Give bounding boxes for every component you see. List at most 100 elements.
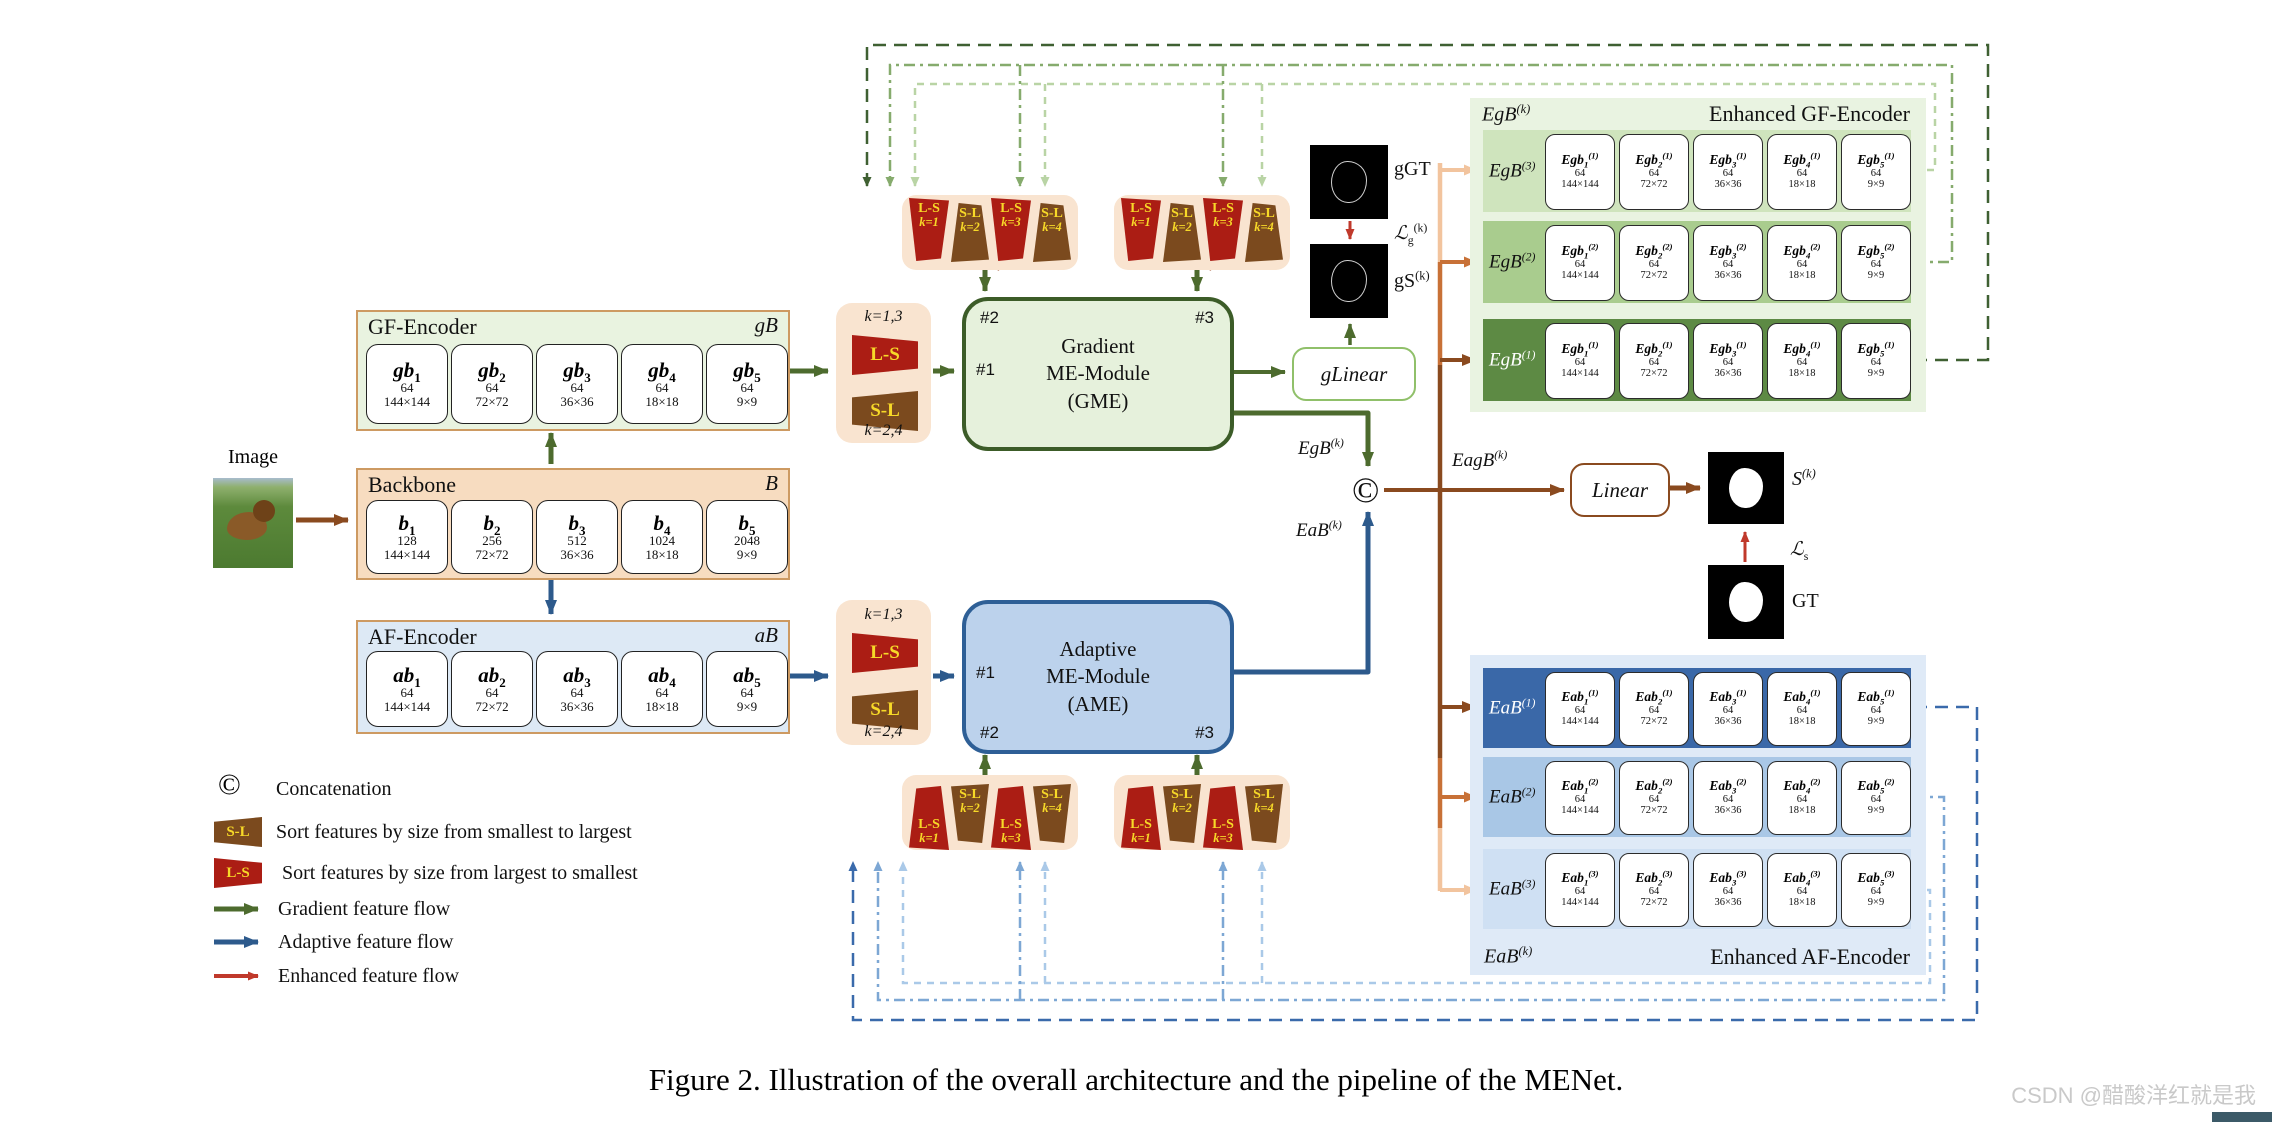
ame-line1: Adaptive: [1059, 637, 1137, 662]
eab3-boxes: Eab1(3) 64 144×144 Eab2(3) 64 72×72 Eab3…: [1545, 853, 1911, 927]
block-size: 9×9: [736, 547, 758, 563]
feature-block: ab4 64 18×18: [621, 651, 703, 727]
backbone-tag: B: [765, 471, 778, 495]
enhanced-block: Egb5(2) 64 9×9: [1841, 225, 1911, 301]
block-name: Egb5(2): [1857, 241, 1895, 261]
block-size: 72×72: [1640, 270, 1668, 282]
enhanced-block: Egb3(2) 64 36×36: [1693, 225, 1763, 301]
block-channels: 64: [1870, 356, 1882, 368]
block-name: gb5: [733, 357, 761, 385]
feature-block: gb1 64 144×144: [366, 344, 448, 424]
concatenation-node: ©: [1352, 470, 1380, 510]
enhanced-block: Egb4(2) 64 18×18: [1767, 225, 1837, 301]
watermark: CSDN @醋酸洋红就是我: [2011, 1083, 2256, 1108]
block-name: Eab4(2): [1783, 776, 1821, 796]
gme-module: Gradient ME-Module (GME) #1 #2 #3: [962, 297, 1234, 451]
ame-module: Adaptive ME-Module (AME) #1 #2 #3: [962, 600, 1234, 754]
trap-label: L-S: [1212, 816, 1234, 832]
block-size: 144×144: [383, 394, 431, 410]
block-name: Egb3(1): [1709, 339, 1747, 359]
block-channels: 64: [485, 685, 499, 701]
enhanced-block: Egb1(1) 64 144×144: [1545, 134, 1615, 210]
enhanced-block: Egb3(1) 64 36×36: [1693, 323, 1763, 399]
ame-port-3: #3: [1195, 722, 1214, 742]
gf-encoder-panel: GF-Encoder gB gb1 64 144×144 gb2 64 72×7…: [356, 310, 790, 431]
block-channels: 64: [1796, 793, 1808, 805]
legend-sl-icon: S-L: [214, 817, 262, 847]
block-size: 36×36: [1714, 805, 1742, 817]
gme-port-2: #2: [980, 308, 999, 327]
block-size: 36×36: [1714, 897, 1742, 909]
eab3-row: EaB(3) Eab1(3) 64 144×144 Eab2(3) 64 72×…: [1483, 849, 1911, 929]
block-size: 18×18: [645, 699, 679, 715]
block-name: Egb3(1): [1709, 150, 1747, 170]
trap-label: L-S: [1000, 201, 1022, 216]
trap-k: k=3: [1213, 831, 1233, 846]
block-size: 9×9: [1867, 368, 1885, 380]
block-name: Egb4(2): [1783, 241, 1821, 261]
trap-label: S-L: [1253, 787, 1275, 802]
sort-trapezoid-icon: S-L k=4: [1245, 784, 1283, 843]
trap-label: S-L: [1171, 206, 1193, 221]
backbone-title: Backbone: [368, 472, 456, 497]
linear-box: Linear: [1570, 463, 1670, 517]
trap-k: k=3: [1001, 215, 1021, 230]
eab2-row-label: EaB(2): [1489, 785, 1536, 808]
block-size: 18×18: [1788, 270, 1816, 282]
gt-mask-image: [1708, 565, 1784, 639]
gme-port-3: #3: [1195, 308, 1214, 327]
backbone-blocks: b1 128 144×144 b2 256 72×72 b3 512 36×36…: [366, 500, 788, 574]
block-name: Eab1(2): [1561, 776, 1599, 796]
enhanced-block: Eab2(2) 64 72×72: [1619, 761, 1689, 835]
ggt-label: gGT: [1394, 158, 1431, 180]
block-size: 72×72: [475, 699, 509, 715]
trap-k: k=4: [1042, 801, 1062, 816]
sort-trapezoid-icon: L-S k=1: [1121, 198, 1161, 261]
trap-label: L-S: [1000, 816, 1022, 832]
block-name: b5: [738, 510, 756, 538]
eab1-row-label: EaB(1): [1489, 696, 1536, 719]
gf-encoder-title: GF-Encoder: [368, 314, 477, 339]
block-name: gb3: [563, 357, 591, 385]
feature-block: gb2 64 72×72: [451, 344, 533, 424]
trap-label: L-S: [1130, 816, 1152, 832]
gs-label: gS(k): [1394, 268, 1430, 292]
block-channels: 64: [1574, 704, 1586, 716]
block-name: Eab1(3): [1561, 868, 1599, 888]
block-channels: 512: [567, 533, 587, 549]
trap-k: k=2: [960, 220, 980, 235]
block-channels: 64: [1870, 704, 1882, 716]
eab1-boxes: Eab1(1) 64 144×144 Eab2(1) 64 72×72 Eab3…: [1545, 672, 1911, 746]
block-channels: 128: [397, 533, 417, 549]
block-name: ab4: [648, 662, 676, 690]
enhanced-gf-title: Enhanced GF-Encoder: [1709, 101, 1910, 126]
block-name: Eab3(1): [1709, 687, 1747, 707]
feature-block: b4 1024 18×18: [621, 500, 703, 574]
enhanced-block: Eab2(3) 64 72×72: [1619, 853, 1689, 927]
ame-sorter-group-3: L-S k=1 S-L k=2 L-S k=3 S-L k=4: [1114, 775, 1290, 850]
block-name: Egb3(2): [1709, 241, 1747, 261]
sort-trapezoid-icon: L-S k=1: [909, 786, 949, 850]
block-size: 36×36: [560, 394, 594, 410]
input-image: [213, 478, 293, 568]
ame-port-2: #2: [980, 722, 999, 742]
egb3-row-label: EgB(3): [1489, 159, 1536, 182]
block-size: 9×9: [736, 699, 758, 715]
mask-blob: [1729, 582, 1763, 622]
block-channels: 64: [1722, 167, 1734, 179]
sorter-k13-label: k=1,3: [864, 606, 903, 623]
block-name: Eab2(1): [1635, 687, 1673, 707]
block-name: Egb2(1): [1635, 339, 1673, 359]
block-size: 72×72: [1640, 179, 1668, 191]
block-size: 72×72: [1640, 368, 1668, 380]
enhanced-block: Eab5(2) 64 9×9: [1841, 761, 1911, 835]
enhanced-block: Eab4(1) 64 18×18: [1767, 672, 1837, 746]
block-size: 9×9: [1867, 805, 1885, 817]
enhanced-block: Egb1(1) 64 144×144: [1545, 323, 1615, 399]
block-name: b3: [568, 510, 586, 538]
sort-trapezoid-icon: L-S k=3: [991, 198, 1031, 261]
block-channels: 64: [1648, 793, 1660, 805]
enhanced-block: Egb2(1) 64 72×72: [1619, 134, 1689, 210]
feature-block: b1 128 144×144: [366, 500, 448, 574]
